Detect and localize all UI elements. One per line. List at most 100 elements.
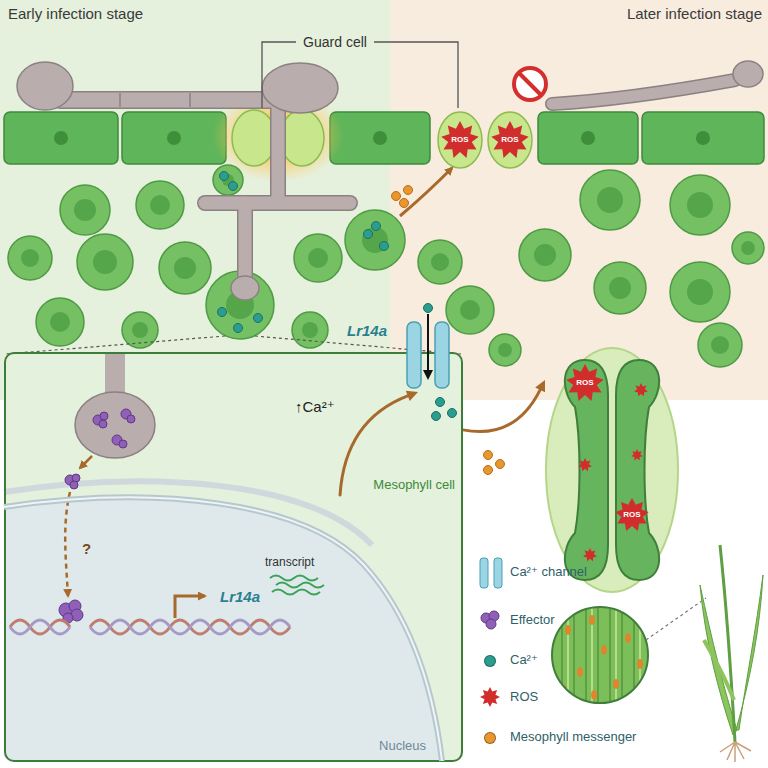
- mesophyll-cell: [292, 312, 328, 348]
- node-text: Mesophyll cell: [373, 478, 455, 493]
- cell-nucleus: [460, 300, 480, 320]
- dna-helix: [10, 620, 290, 634]
- ros-burst: [615, 498, 648, 531]
- leaf-closeup: [591, 690, 597, 700]
- connector: [463, 380, 545, 432]
- legend-icon: [480, 558, 502, 629]
- mesophyll-cell: [8, 165, 764, 367]
- background: [0, 0, 390, 400]
- calcium-ion: [432, 412, 441, 421]
- calcium-ion: [448, 409, 457, 418]
- cell-nucleus: [302, 322, 318, 338]
- dna-helix: [90, 620, 290, 634]
- prohibition-sign: [514, 68, 546, 100]
- leaf-closeup: [568, 607, 640, 703]
- wheat-plant: [704, 640, 734, 700]
- cell-nucleus: [597, 187, 623, 213]
- leaf-closeup: [613, 679, 619, 689]
- ros-burst: [441, 121, 478, 158]
- messenger-dot: [404, 186, 413, 195]
- unknown-mark: ?: [82, 540, 91, 557]
- cell-nucleus: [431, 253, 449, 271]
- blocked-hypha: [552, 61, 763, 104]
- effector: [99, 420, 107, 428]
- legend-text: Ca²⁺ channel: [510, 565, 587, 580]
- leader-line: [262, 42, 458, 108]
- calcium-ion: [220, 172, 229, 181]
- transcript-strand: [276, 583, 324, 588]
- nucleus-shape: [4, 495, 445, 761]
- node-text: transcript: [265, 556, 314, 570]
- cell-nucleus: [498, 343, 512, 357]
- messenger-dot: [496, 460, 505, 469]
- calcium-label: ↑Ca²⁺: [295, 398, 335, 415]
- messenger-dot: [484, 466, 493, 475]
- legend-icon: [480, 558, 488, 588]
- ros-burst: [631, 449, 643, 460]
- leader-line: [262, 42, 296, 108]
- node-text: ROS: [576, 378, 593, 387]
- stomatal-complex: ROS ROS: [545, 345, 680, 595]
- connector-line: [463, 390, 540, 432]
- fungal-hypha: [270, 100, 286, 202]
- guard-cell: [488, 112, 532, 168]
- mesophyll-cell: [345, 210, 405, 270]
- stage-band: Early infection stage: [0, 0, 390, 400]
- messenger-dot: [392, 192, 401, 201]
- leaf-closeup: [552, 598, 706, 703]
- legend-icon: [481, 611, 499, 629]
- node-text: Later infection stage: [627, 5, 762, 22]
- cell-nucleus: [50, 312, 70, 332]
- wheat-plant: [720, 742, 751, 762]
- messenger-dot: [392, 186, 413, 208]
- dna-helix: [90, 620, 290, 634]
- fungal-spore: [262, 63, 338, 113]
- leaf-closeup: [561, 615, 643, 700]
- guard-cell: [565, 360, 608, 580]
- stoma-shape: [545, 345, 680, 595]
- node-text: Lr14a: [347, 322, 387, 339]
- calcium-channel: Lr14a: [345, 318, 453, 392]
- calcium-ion: [218, 172, 389, 333]
- release-arrow: [80, 456, 92, 468]
- legend-swatch: [484, 655, 496, 667]
- nuclear-envelope: [4, 498, 442, 761]
- effector: [70, 481, 78, 489]
- blocked-hypha: [552, 80, 735, 104]
- cell-nucleus: [696, 131, 710, 145]
- cell-nucleus: [74, 199, 96, 221]
- mesophyll-cell: [732, 232, 764, 264]
- epidermal-cell: [538, 112, 638, 164]
- fungal-hypha: [60, 100, 350, 276]
- mesophyll-cell: [670, 262, 730, 322]
- blocked-hypha: [552, 80, 735, 104]
- subsidiary-cell: [546, 348, 678, 592]
- calcium-ion: [424, 304, 433, 313]
- messenger-dot: [400, 199, 409, 208]
- callout-label: Guard cell: [303, 34, 367, 50]
- ros-burst: [583, 548, 597, 561]
- epidermal-cell: [642, 112, 764, 164]
- blocked-hypha: [733, 61, 763, 87]
- epidermal-cell: [4, 112, 118, 164]
- calcium-ion: [218, 308, 227, 317]
- cell-nucleus: [167, 131, 181, 145]
- calcium-ion: [254, 314, 263, 323]
- cell-nucleus: [581, 131, 595, 145]
- cell-nucleus: [711, 336, 729, 354]
- legend-text: Ca²⁺: [510, 653, 538, 668]
- leader-line: [374, 42, 458, 108]
- cell-nucleus: [741, 241, 755, 255]
- leaf-closeup: [589, 615, 595, 625]
- transcript-strand: [270, 576, 318, 581]
- fungal-hypha: [237, 203, 253, 276]
- mesophyll-cell: [670, 175, 730, 235]
- node-text: Lr14a: [220, 588, 260, 605]
- leaf-closeup: [552, 607, 648, 703]
- guard-cell: [280, 110, 324, 166]
- node-text: ROS: [623, 510, 640, 519]
- epidermis: [4, 112, 764, 164]
- leaf-closeup: [637, 659, 643, 669]
- mesophyll-cell: [136, 181, 184, 229]
